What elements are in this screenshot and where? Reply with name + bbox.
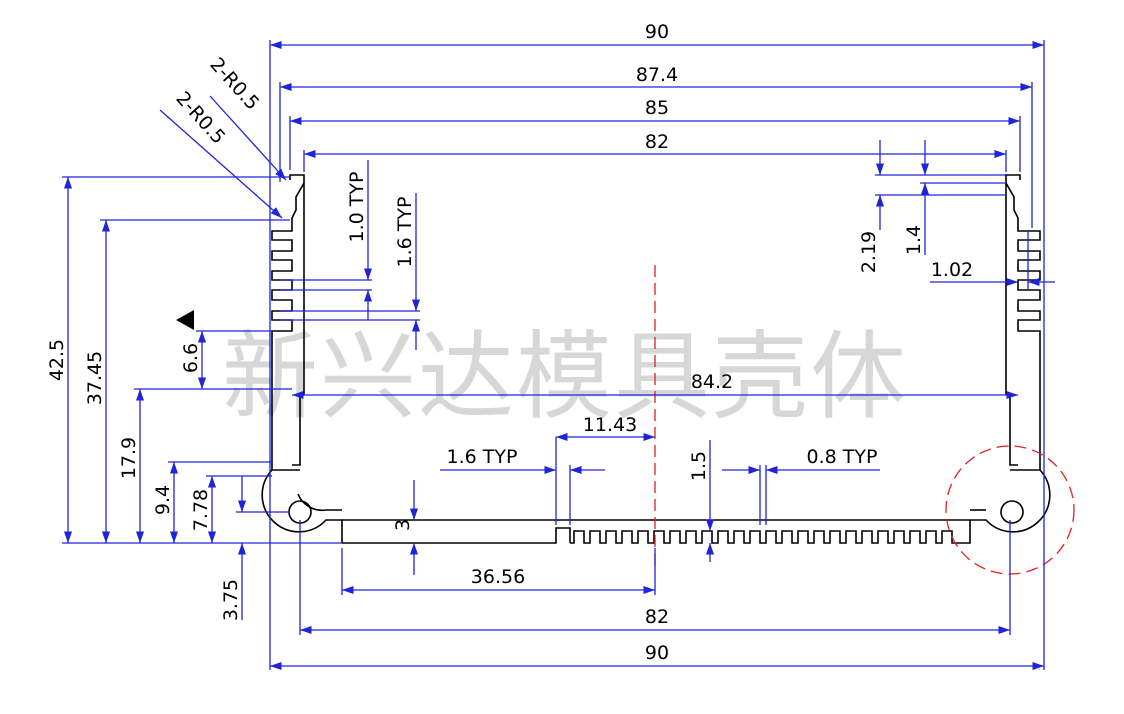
dim-height-9-4: 9.4 [152,485,174,515]
dim-height-42-5: 42.5 [46,339,68,381]
dim-width-82-top: 82 [645,131,669,153]
dim-inner-84-2: 84.2 [691,371,733,393]
dim-height-7-78: 7.78 [190,489,212,531]
dim-typ-1-6-vertical: 1.6 TYP [394,197,416,268]
watermark-text: 新兴达模具壳体 [222,321,908,433]
dim-width-82-bottom: 82 [645,606,669,628]
dim-overall-width-bottom: 90 [645,642,669,664]
dim-slot-1-02: 1.02 [931,259,973,281]
dim-height-6-6: 6.6 [180,343,202,373]
dim-height-17-9: 17.9 [118,437,140,479]
dim-base-3: 3 [392,519,414,531]
dim-offset-36-56: 36.56 [471,566,525,588]
dim-typ-0-8: 0.8 TYP [807,446,878,468]
dim-height-3-75: 3.75 [220,579,242,621]
dim-radius-1: 2-R0.5 [205,53,263,114]
dim-overall-width-top: 90 [645,21,669,43]
dim-radius-2: 2-R0.5 [171,87,229,148]
dim-offset-11-43: 11.43 [583,414,637,436]
dim-width-85: 85 [645,97,669,119]
dim-typ-1-6-bottom: 1.6 TYP [447,446,518,468]
dim-typ-1-0: 1.0 TYP [346,172,368,243]
dim-width-87-4: 87.4 [636,64,678,86]
dimension-lines [62,40,1055,671]
dim-fin-1-5: 1.5 [688,451,710,481]
dim-height-37-45: 37.45 [84,351,106,405]
dim-slot-1-4: 1.4 [903,225,925,255]
extrusion-profile [261,174,1051,544]
dim-slot-2-19: 2.19 [858,231,880,273]
datum-triangle-icon [176,310,194,330]
